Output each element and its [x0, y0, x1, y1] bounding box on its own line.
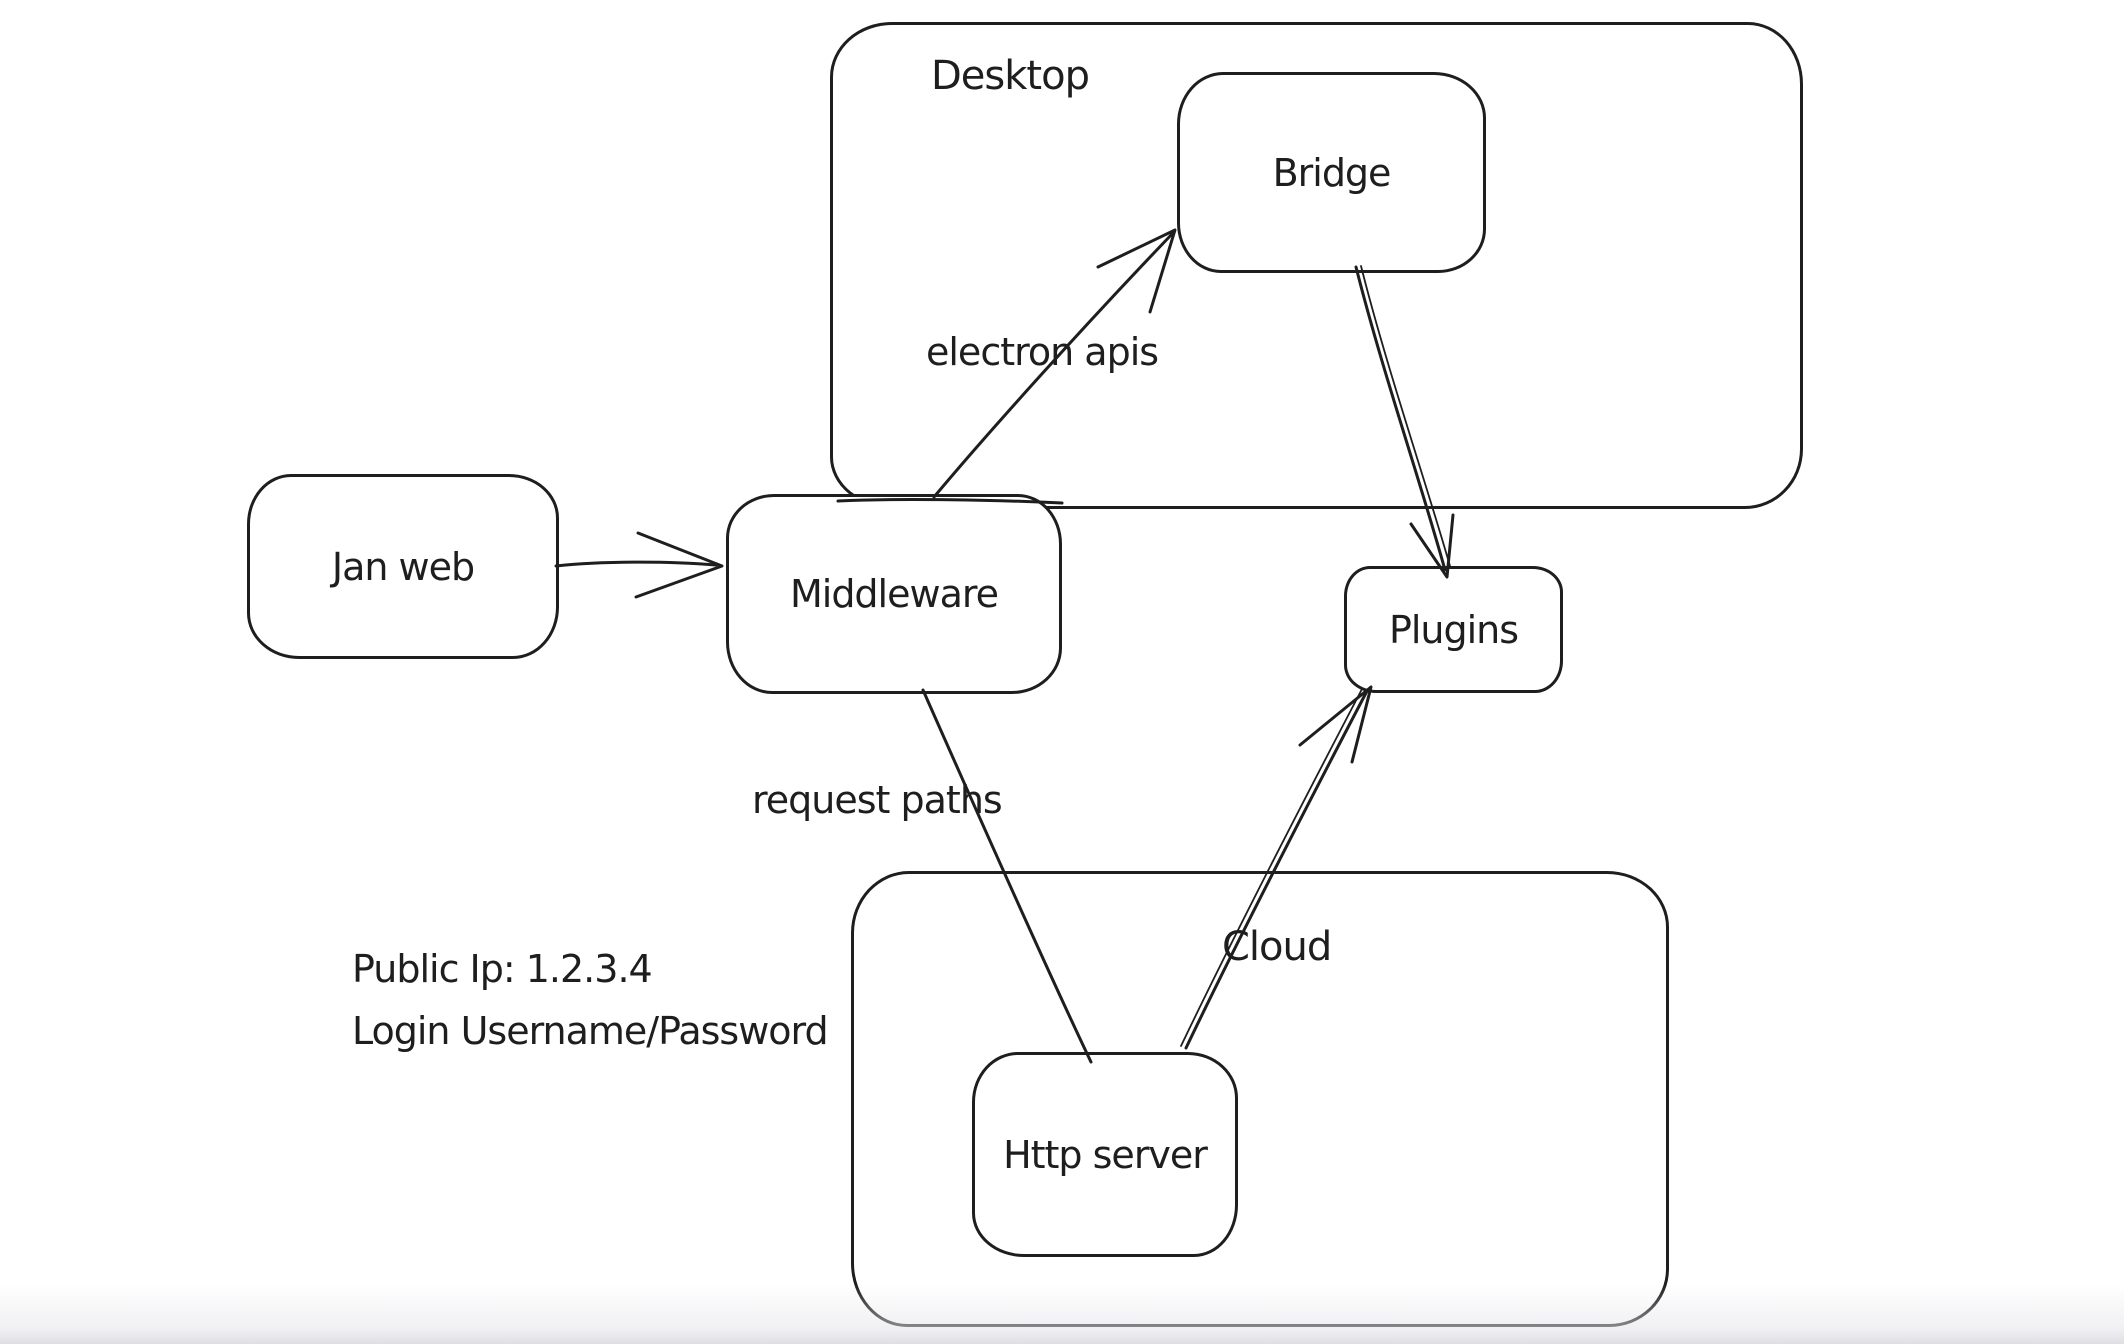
node-http-server[interactable]: Http server: [972, 1052, 1238, 1257]
edge-middleware-bridge[interactable]: [932, 228, 1177, 499]
node-bridge[interactable]: Bridge: [1177, 72, 1486, 273]
edge-httpserver-plugins[interactable]: [1180, 685, 1373, 1050]
edge-janweb-middleware[interactable]: [554, 531, 724, 599]
node-middleware[interactable]: Middleware: [726, 494, 1062, 694]
edge-label-electron-apis[interactable]: electron apis: [926, 330, 1159, 374]
note-credentials[interactable]: Public Ip: 1.2.3.4 Login Username/Passwo…: [352, 938, 829, 1062]
node-bridge-label: Bridge: [1272, 150, 1392, 195]
node-middleware-label: Middleware: [789, 572, 999, 616]
edge-label-request-paths[interactable]: request paths: [752, 778, 1003, 822]
node-plugins[interactable]: Plugins: [1344, 566, 1563, 693]
note-login-line: Login Username/Password: [352, 1009, 829, 1053]
edge-bridge-plugins[interactable]: [1354, 265, 1455, 579]
edge-middleware-httpserver[interactable]: [921, 688, 1093, 1064]
node-jan-web[interactable]: Jan web: [247, 474, 559, 659]
container-desktop-label: Desktop: [931, 53, 1090, 99]
container-desktop[interactable]: Desktop: [830, 22, 1803, 509]
node-plugins-label: Plugins: [1388, 607, 1519, 652]
container-cloud-label: Cloud: [1222, 924, 1332, 970]
node-jan-web-label: Jan web: [331, 544, 475, 589]
note-public-ip-line: Public Ip: 1.2.3.4: [352, 947, 653, 991]
node-http-server-label: Http server: [1003, 1132, 1208, 1177]
